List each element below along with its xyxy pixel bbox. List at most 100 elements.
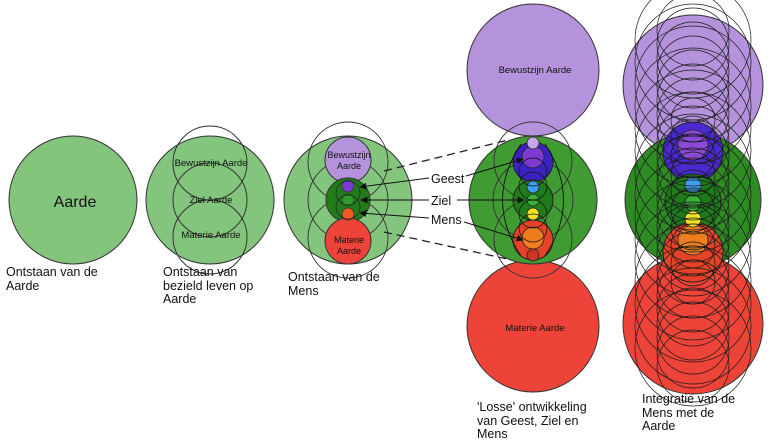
- stage5-ring: [656, 147, 730, 221]
- stage5-ring: [634, 157, 752, 275]
- stage5-ring: [670, 205, 716, 251]
- stage4-blue-dot: [526, 180, 540, 194]
- stage4-orange-orb: [521, 226, 545, 250]
- dashed-connector-bottom: [383, 231, 508, 260]
- mens-arrow-right: [463, 221, 524, 242]
- stage2-caption-line3: Aarde: [163, 292, 197, 306]
- stage2-awareness-label: Bewustzijn Aarde: [175, 158, 248, 169]
- stage4-separate-development: Bewustzijn Aarde Materie Aarde: [466, 3, 600, 393]
- stage5-blue-dot: [684, 176, 702, 194]
- stage5-overlapping-rings: [634, 0, 752, 407]
- stage5-ring: [656, 203, 730, 277]
- stage3-matter-label-line1: Materie: [334, 235, 364, 245]
- stage2-matter-ring: [172, 199, 248, 275]
- stage2-caption-line1: Ontstaan van: [163, 265, 238, 279]
- stage4-caption-line3: Mens: [477, 427, 508, 441]
- stage4-caption-line1: 'Losse' ontwikkeling: [477, 400, 587, 414]
- stage5-ring: [656, 301, 730, 375]
- stage2-soul-ring: [172, 162, 248, 238]
- stage5-ring: [656, 77, 730, 151]
- stage3-caption-line1: Ontstaan van de: [288, 270, 380, 284]
- stage5-ring: [656, 329, 730, 403]
- geest-arrow-left: [359, 177, 430, 190]
- mens-label: Mens: [431, 213, 462, 227]
- stage5-ring: [634, 91, 752, 209]
- stage4-lilac-dot: [526, 136, 540, 150]
- stage4-caption-line2: van Geest, Ziel en: [477, 413, 579, 428]
- stage5-ring: [656, 0, 730, 67]
- stage5-caption-line1: Integratie van de: [642, 392, 736, 406]
- stage5-ring: [670, 151, 716, 197]
- stage5-ring: [670, 241, 716, 287]
- stage5-ring: [634, 135, 752, 253]
- stage3-human-origin: Bewustzijn Aarde Materie Aarde: [283, 121, 413, 279]
- stage5-ring: [670, 187, 716, 233]
- stage1-caption: Ontstaan van de Aarde: [6, 265, 98, 293]
- stage5-caption-line2: Mens met de: [642, 405, 715, 420]
- stage5-ring: [670, 223, 716, 269]
- stage5-ring: [656, 315, 730, 389]
- stage4-ring-d: [518, 213, 548, 243]
- stage5-ring: [656, 35, 730, 109]
- stage4-ring-a: [518, 157, 548, 187]
- stage5-caption-line3: Aarde: [642, 419, 676, 433]
- stage3-green-dot: [341, 193, 355, 207]
- stage5-ring: [634, 113, 752, 231]
- stage2-soul-label: Ziel Aarde: [190, 195, 233, 206]
- stage5-ring: [670, 133, 716, 179]
- stage5-ring: [634, 179, 752, 297]
- stage3-awareness-label-line1: Bewustzijn: [327, 150, 370, 160]
- stage1-caption-line2: Aarde: [6, 278, 40, 293]
- stage2-matter-label: Materie Aarde: [181, 230, 240, 241]
- stage4-ring-c: [518, 199, 548, 229]
- stage5-ring: [656, 21, 730, 95]
- stage5-ring: [656, 7, 730, 81]
- stage1-caption-line1: Ontstaan van de: [6, 265, 98, 279]
- stage5-ring: [634, 69, 752, 187]
- mens-arrow-left: [359, 209, 430, 219]
- earth-circle: [8, 135, 138, 265]
- stage5-green-dot: [684, 194, 702, 212]
- stage5-ring: [656, 189, 730, 263]
- dashed-connector-top: [383, 139, 509, 172]
- stage4-dark-red-dot: [526, 248, 540, 262]
- stage3-orange-dot: [341, 207, 355, 221]
- stage5-integration: [622, 0, 764, 407]
- stage2-caption-line2: bezield leven op: [163, 278, 254, 293]
- stage5-ring: [656, 287, 730, 361]
- stage5-ring: [656, 49, 730, 123]
- stage5-ring: [634, 289, 752, 407]
- stage3-caption: Ontstaan van de Mens: [288, 270, 380, 298]
- stage5-caption: Integratie van de Mens met de Aarde: [642, 392, 736, 434]
- stage5-ring: [634, 3, 752, 121]
- stage3-awareness-label-line2: Aarde: [337, 161, 361, 171]
- stage2-animated-earth: Bewustzijn Aarde Ziel Aarde Materie Aard…: [145, 125, 275, 275]
- stage5-ring: [634, 245, 752, 363]
- geest-label: Geest: [431, 172, 465, 186]
- stage4-caption: 'Losse' ontwikkeling van Geest, Ziel en …: [477, 400, 587, 442]
- stage3-violet-dot: [341, 179, 355, 193]
- stage2-caption: Ontstaan van bezield leven op Aarde: [163, 265, 254, 307]
- stage5-ring: [634, 201, 752, 319]
- stage3-matter-label-line2: Aarde: [337, 246, 361, 256]
- stage5-ring: [670, 115, 716, 161]
- stage4-awareness-label: Bewustzijn Aarde: [499, 65, 572, 76]
- geest-arrow-right: [465, 157, 524, 177]
- stage4-right-arc: [544, 143, 564, 257]
- stage5-ring: [670, 169, 716, 215]
- stage5-ring: [634, 47, 752, 165]
- pointer-labels: Geest Ziel Mens: [359, 157, 525, 242]
- stage5-ring: [670, 259, 716, 305]
- stage5-ring: [656, 161, 730, 235]
- stage1-earth: Aarde: [8, 135, 138, 265]
- stage3-inner-ring-1: [335, 180, 361, 206]
- stage4-matter-label: Materie Aarde: [505, 323, 564, 334]
- stage3-awareness-circle: [324, 136, 372, 184]
- stage3-inner-ring-2: [335, 194, 361, 220]
- earth-label: Aarde: [54, 194, 97, 211]
- stage3-caption-line2: Mens: [288, 283, 319, 298]
- stage5-ring: [670, 97, 716, 143]
- ziel-label: Ziel: [431, 194, 451, 208]
